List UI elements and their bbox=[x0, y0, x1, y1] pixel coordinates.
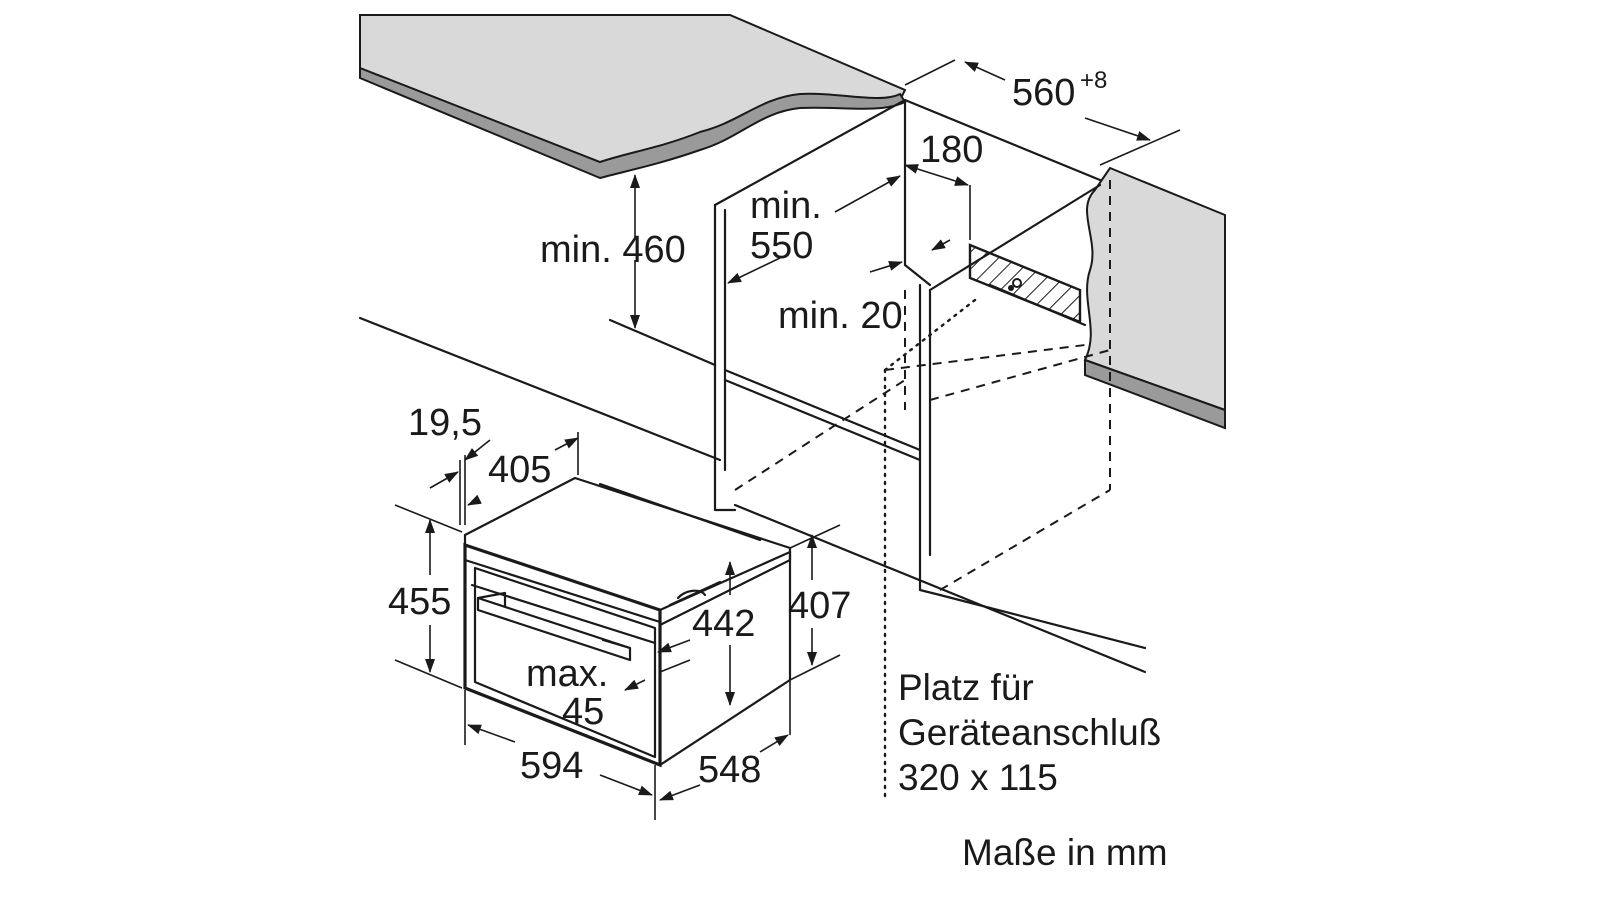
label-min-550-bottom: 550 bbox=[750, 225, 813, 267]
label-max: max. bbox=[526, 653, 608, 695]
label-442: 442 bbox=[692, 603, 755, 645]
label-407: 407 bbox=[788, 585, 851, 627]
oven-appliance bbox=[463, 476, 792, 768]
label-min-550-top: min. bbox=[750, 185, 822, 227]
units-note: Maße in mm bbox=[962, 832, 1168, 873]
connection-note-line2: Geräteanschluß bbox=[898, 712, 1161, 753]
label-560-tolerance: +8 bbox=[1080, 67, 1107, 94]
connection-leader-diag bbox=[883, 298, 977, 372]
connection-note-line3: 320 x 115 bbox=[898, 757, 1058, 798]
label-45: 45 bbox=[562, 691, 604, 733]
label-min-20: min. 20 bbox=[778, 295, 903, 337]
label-180: 180 bbox=[920, 129, 983, 171]
label-548: 548 bbox=[698, 749, 761, 791]
worktop-slab-right bbox=[1083, 166, 1226, 430]
label-560: 560 bbox=[1012, 72, 1075, 114]
label-594: 594 bbox=[520, 745, 583, 787]
worktop-slab bbox=[359, 14, 907, 180]
label-19-5: 19,5 bbox=[408, 402, 482, 444]
floor-lines bbox=[358, 316, 1147, 674]
label-405: 405 bbox=[488, 449, 551, 491]
label-455: 455 bbox=[388, 581, 451, 623]
hidden-lines bbox=[734, 180, 1111, 591]
dimension-lines bbox=[394, 59, 1181, 820]
label-min-460: min. 460 bbox=[540, 229, 686, 271]
connection-note-line1: Platz für bbox=[898, 667, 1034, 708]
connection-box bbox=[968, 243, 1082, 324]
